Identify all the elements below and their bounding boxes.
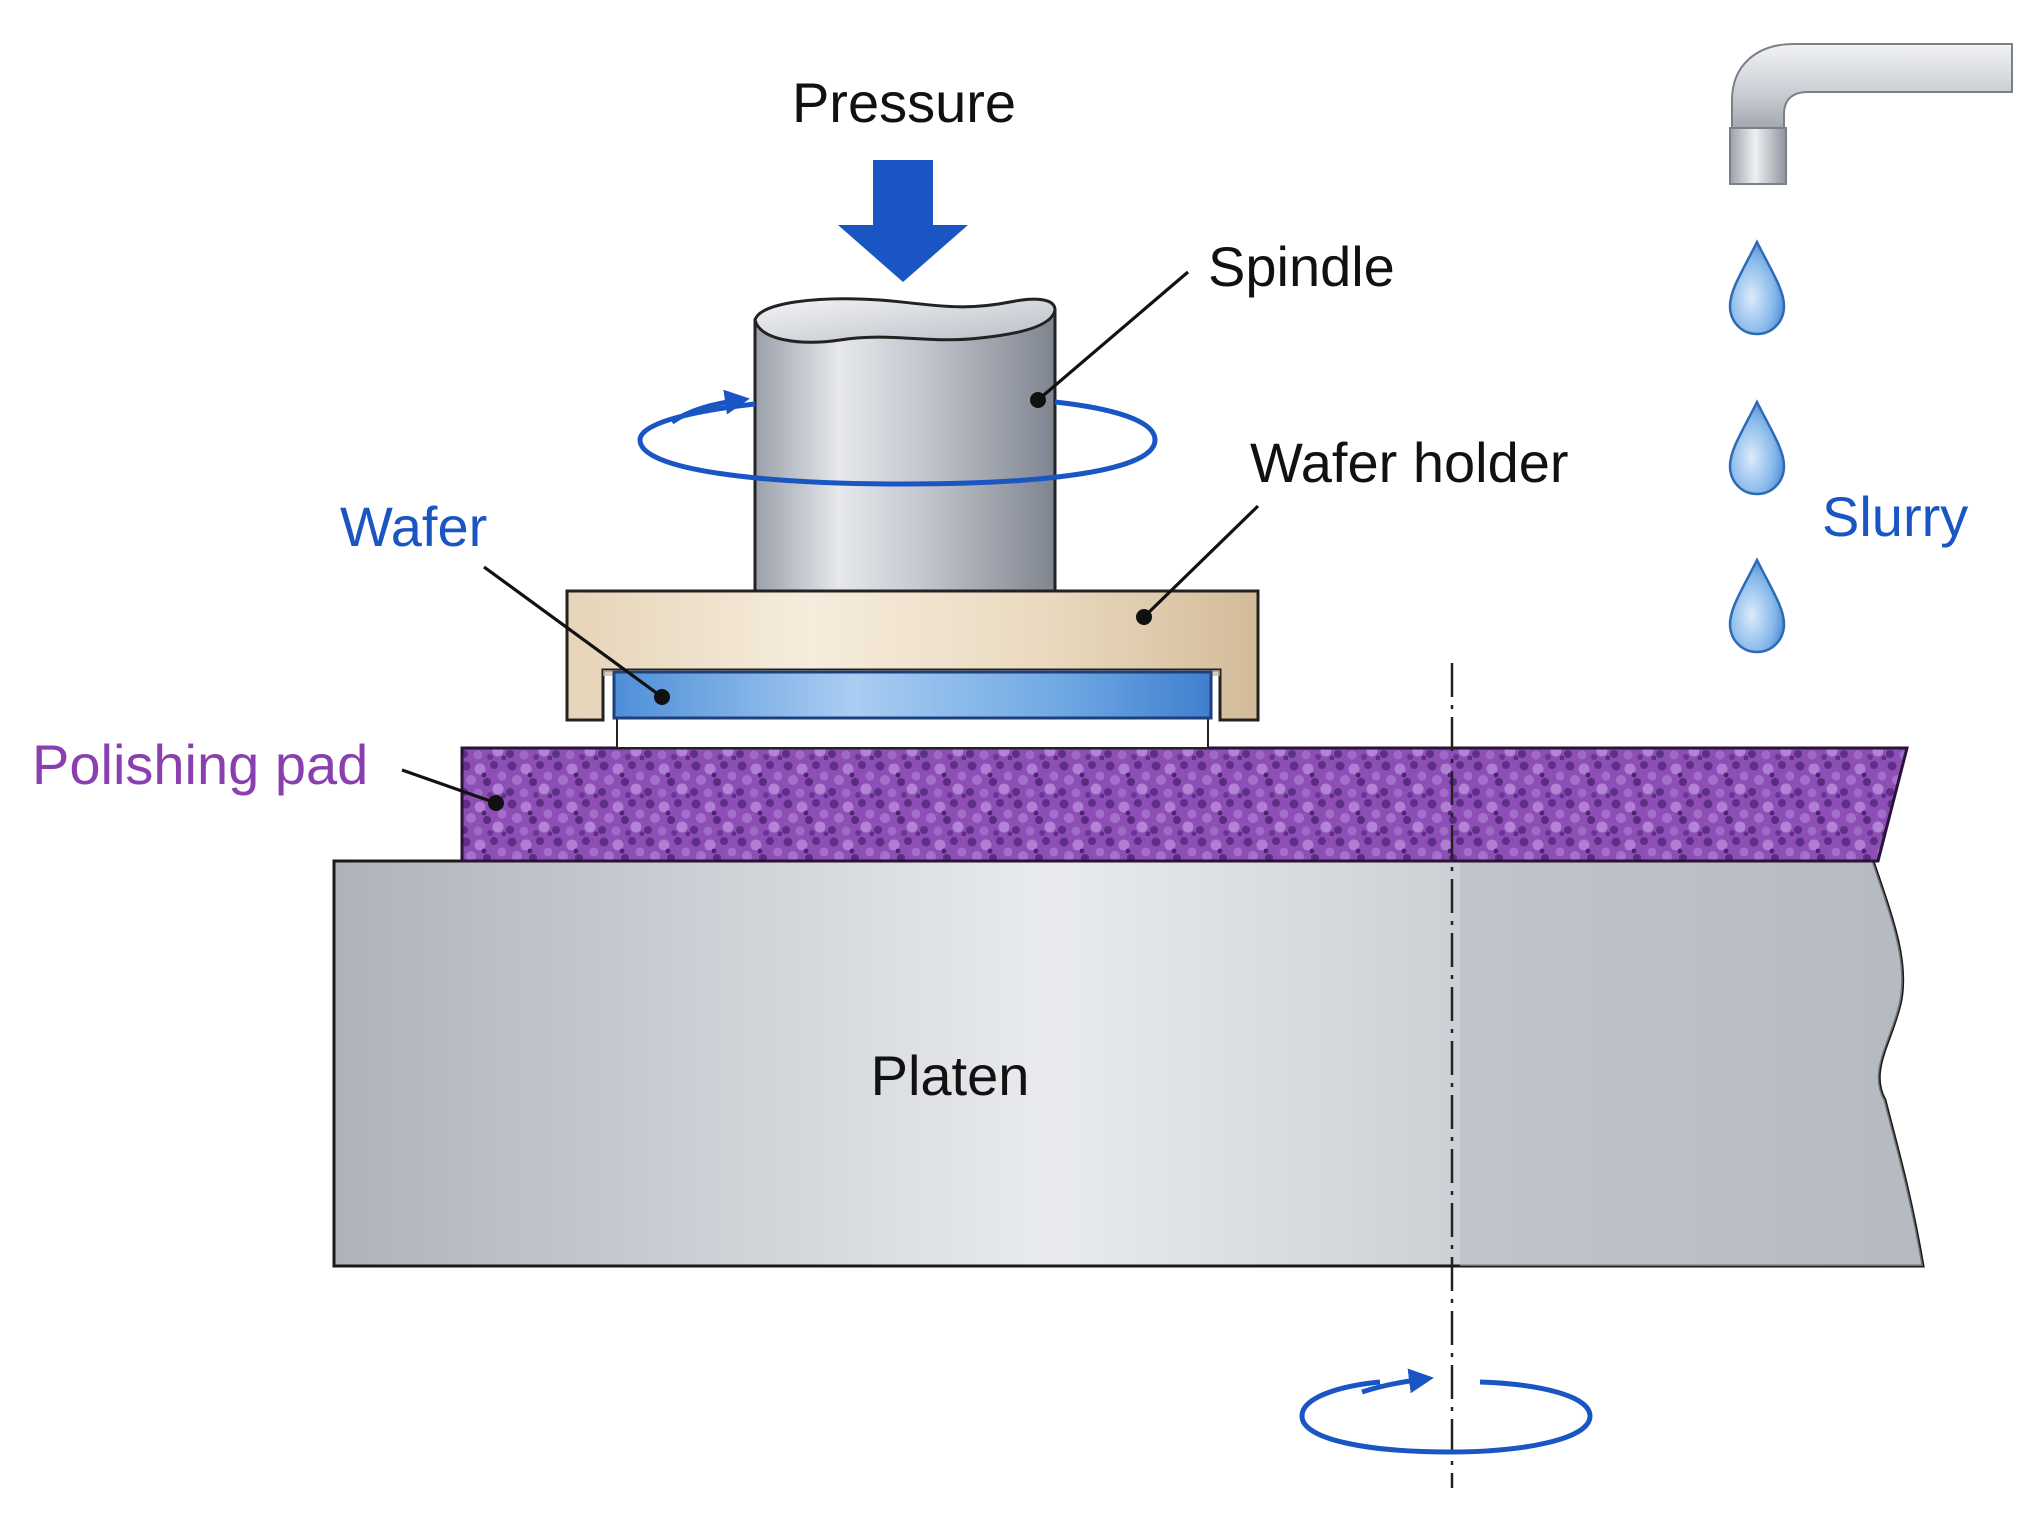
slurry-label: Slurry — [1822, 485, 1968, 548]
spindle: Spindle — [753, 235, 1395, 593]
water-drop-icon — [1728, 399, 1786, 496]
spindle-rotation-icon — [637, 389, 1158, 487]
wafer-label: Wafer — [340, 495, 487, 558]
water-drop-icon — [1728, 239, 1786, 336]
platen: Platen — [332, 859, 1925, 1268]
faucet-icon — [1729, 43, 2013, 185]
pressure-label: Pressure — [792, 71, 1016, 134]
platen-label: Platen — [871, 1044, 1030, 1107]
water-drop-icon — [1728, 557, 1786, 654]
down-arrow-icon — [838, 160, 968, 282]
slurry-drops: Slurry — [1728, 239, 1968, 654]
platen-rotation-icon — [1299, 1368, 1593, 1455]
wafer-gap — [616, 715, 1209, 749]
polishing-pad: Polishing pad — [32, 733, 1909, 863]
polishing-pad-label: Polishing pad — [32, 733, 368, 796]
polishing-pad-leader-line — [401, 768, 497, 805]
wafer-holder: Wafer holder — [565, 431, 1569, 722]
wafer-holder-leader-line — [1142, 504, 1260, 619]
wafer-holder-label: Wafer holder — [1250, 431, 1569, 494]
wafer-leader-line — [483, 565, 663, 699]
wafer: Wafer — [340, 495, 1213, 720]
spindle-leader-line — [1036, 270, 1190, 402]
spindle-label: Spindle — [1208, 235, 1395, 298]
pressure-arrow: Pressure — [792, 71, 1016, 282]
